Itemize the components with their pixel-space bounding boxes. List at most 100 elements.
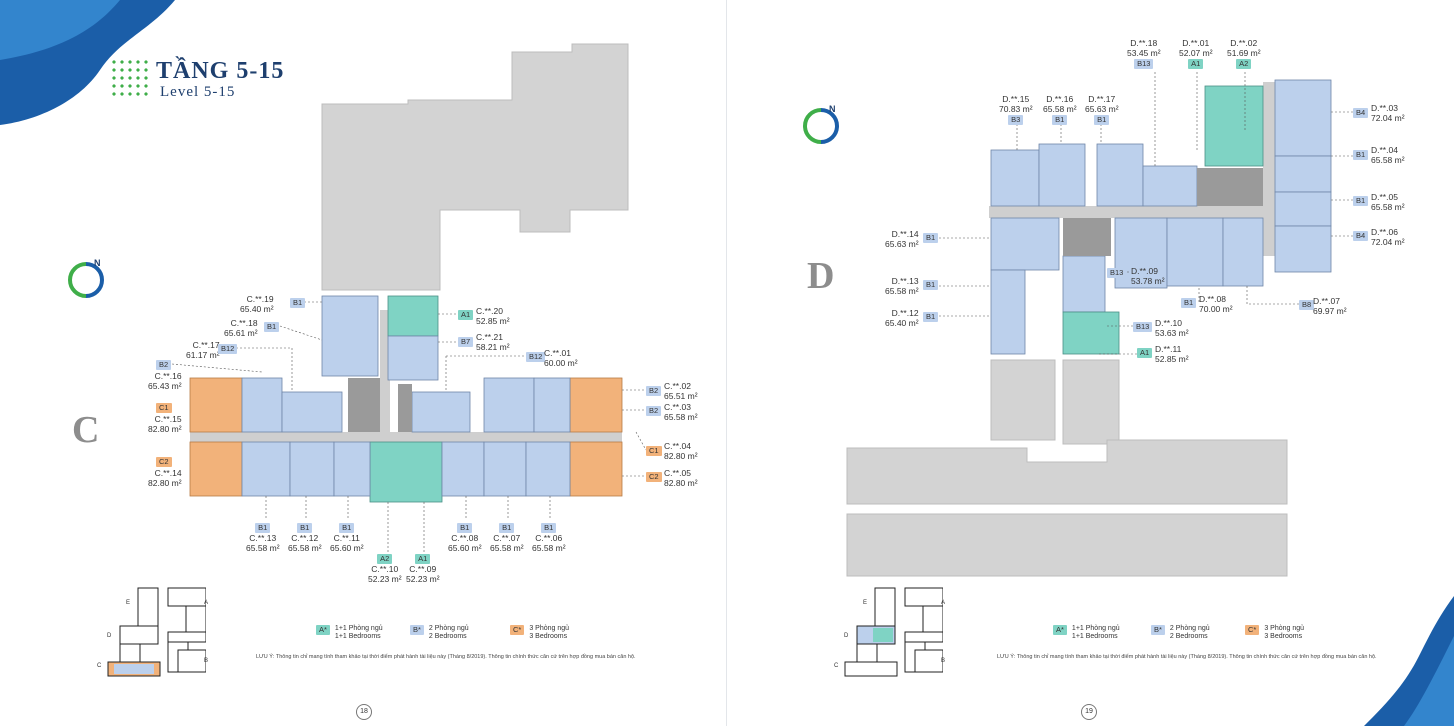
key-map-label-e: E (126, 600, 131, 606)
unit-type-tag: B1 (1181, 298, 1197, 308)
unit-type-tag: B12 (218, 344, 238, 354)
key-map-label-a: A (204, 600, 209, 606)
unit-type-tag: C2 (646, 472, 662, 482)
page-subtitle: Level 5-15 (160, 84, 236, 100)
left-page: TẦNG 5-15 Level 5-15 N C (0, 0, 698, 720)
unit-type-tag: B1 (290, 298, 306, 308)
key-map-label-a: A (941, 600, 946, 606)
page-number: 18 (356, 704, 372, 720)
decorative-blue-wave (0, 0, 175, 125)
unit-type-tag: B1 (1353, 150, 1369, 160)
disclaimer-note: LƯU Ý: Thông tin chỉ mang tính tham khảo… (256, 654, 636, 660)
unit-type-tag: A1 (458, 310, 474, 320)
tower-letter: C (72, 409, 100, 451)
unit-type-tag: B1 (923, 312, 939, 322)
unit-type-tag: B2 (156, 360, 172, 370)
unit-type-tag: B1 (264, 322, 280, 332)
floor-plan-tower-c (171, 43, 647, 552)
unit-type-tag: C2 (156, 457, 172, 467)
key-map-label-b: B (941, 658, 946, 664)
disclaimer-note: LƯU Ý: Thông tin chỉ mang tính tham khảo… (997, 654, 1377, 660)
unit-type-tag: B13 (1133, 322, 1153, 332)
key-map-label-d: D (107, 633, 112, 639)
unit-type-tag: B1 (923, 280, 939, 290)
right-page: N D (727, 0, 1454, 726)
page-title: TẦNG 5-15 (156, 58, 285, 84)
key-map-label-d: D (844, 633, 849, 639)
unit-type-tag: B1 (1353, 196, 1369, 206)
key-map-label-c: C (834, 663, 839, 669)
tower-letter: D (807, 255, 835, 297)
compass-north-icon: N (803, 104, 839, 144)
key-map-label-e: E (863, 600, 868, 606)
compass-label: N (94, 258, 101, 268)
unit-type-tag: B12 (526, 352, 546, 362)
unit-type-tag: B7 (458, 337, 474, 347)
unit-type-tag: B4 (1353, 231, 1369, 241)
unit-type-tag: B13 (1107, 268, 1127, 278)
decorative-blue-wave (1364, 596, 1454, 726)
compass-north-icon: N (68, 258, 104, 298)
key-map-label-c: C (97, 663, 102, 669)
key-map-site-plan (107, 587, 206, 677)
dot-grid-icon (110, 58, 150, 98)
unit-type-tag: B8 (1299, 300, 1315, 310)
unit-type-tag: B2 (646, 406, 662, 416)
page-fold (726, 0, 727, 726)
unit-type-tag: C1 (156, 403, 172, 413)
page-number: 19 (1081, 704, 1097, 720)
compass-label: N (829, 104, 836, 114)
unit-type-tag: B1 (923, 233, 939, 243)
unit-type-tag: A1 (1137, 348, 1153, 358)
key-map-site-plan (844, 587, 943, 677)
unit-type-tag: B2 (646, 386, 662, 396)
floor-plan-tower-d (846, 72, 1353, 577)
key-map-label-b: B (204, 658, 209, 664)
unit-type-tag: B4 (1353, 108, 1369, 118)
